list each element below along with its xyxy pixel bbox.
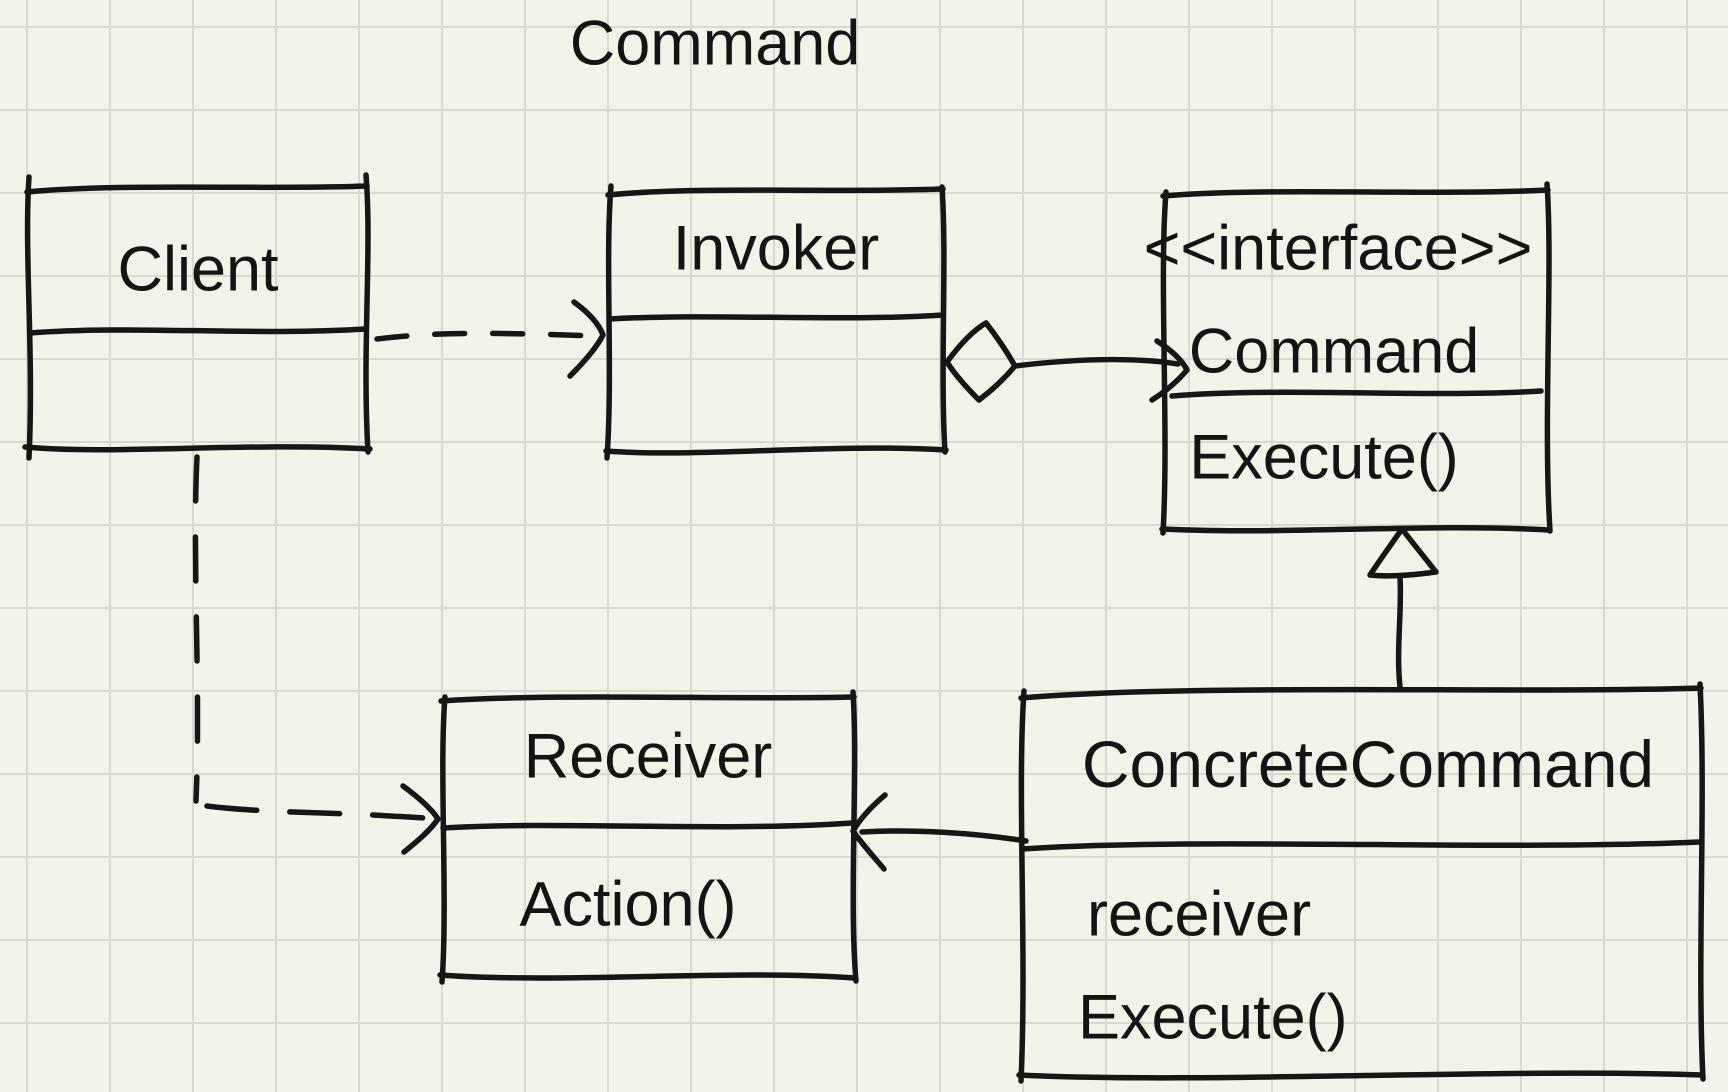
concrete-command-method: Execute() [1078, 982, 1348, 1053]
command-interface-box [1159, 181, 1553, 536]
arrowhead-icon [1149, 338, 1190, 403]
concrete-command-class-name: ConcreteCommand [1081, 727, 1655, 801]
invoker-class-name: Invoker [672, 213, 880, 284]
command-interface-name: Command [1188, 316, 1480, 387]
arrowhead-icon [400, 783, 441, 855]
client-divider-line [27, 326, 369, 336]
diagram-title: Command [569, 8, 861, 79]
aggregation-diamond-icon [944, 320, 1018, 403]
arrowhead-icon [850, 792, 888, 872]
client-class-box [22, 172, 373, 461]
concrete-command-class-box [1016, 681, 1706, 1084]
client-invoker-dependency-arrow [374, 299, 606, 379]
concrete-command-realization-arrow [1367, 526, 1439, 690]
concrete-command-divider-line [1019, 839, 1702, 852]
hollow-triangle-icon [1367, 526, 1439, 579]
command-divider-line [1169, 388, 1544, 399]
command-interface-stereotype: <<interface>> [1143, 213, 1533, 284]
client-receiver-dependency-arrow [192, 454, 441, 855]
invoker-divider-line [607, 312, 946, 322]
receiver-divider-line [440, 820, 855, 831]
receiver-class-name: Receiver [523, 721, 773, 792]
receiver-class-method: Action() [519, 869, 737, 940]
invoker-class-box [603, 183, 949, 461]
arrowhead-icon [567, 299, 606, 379]
client-class-name: Client [117, 234, 279, 305]
command-interface-method: Execute() [1189, 422, 1459, 493]
concrete-command-attribute: receiver [1087, 879, 1312, 950]
concrete-command-receiver-association-arrow [850, 792, 1029, 872]
invoker-command-aggregation-arrow [944, 320, 1190, 403]
